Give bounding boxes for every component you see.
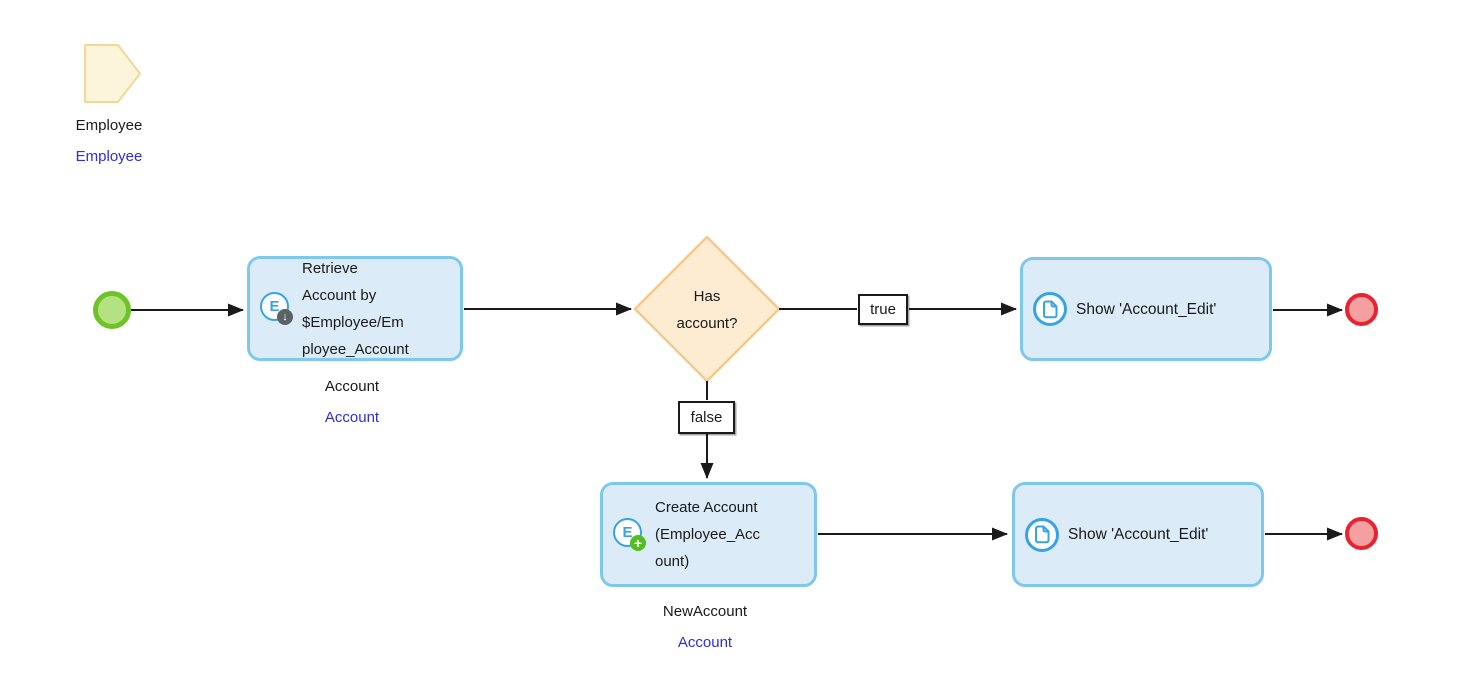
create-output-name: NewAccount — [662, 603, 748, 620]
task-show-account-edit-top[interactable]: Show 'Account_Edit' — [1020, 257, 1272, 361]
employee-artifact-shape[interactable] — [84, 44, 141, 103]
screen-icon — [1033, 292, 1067, 326]
branch-label-true[interactable]: true — [858, 294, 908, 325]
task-show-account-edit-bottom[interactable]: Show 'Account_Edit' — [1012, 482, 1264, 587]
entity-retrieve-icon: E ↓ — [260, 292, 293, 325]
create-badge-icon: + — [630, 535, 646, 551]
retrieve-entity-link[interactable]: Account — [324, 409, 380, 426]
start-event[interactable] — [93, 291, 131, 329]
branch-label-false[interactable]: false — [678, 401, 735, 434]
retrieve-badge-icon: ↓ — [277, 309, 293, 325]
entity-create-icon: E + — [613, 518, 646, 551]
artifact-entity-link[interactable]: Employee — [75, 148, 143, 165]
entity-icon-letter: E — [260, 292, 289, 321]
retrieve-output-name: Account — [324, 378, 380, 395]
create-entity-link[interactable]: Account — [677, 634, 733, 651]
task-retrieve-label: Retrieve Account by $Employee/Employee_A… — [302, 259, 409, 358]
artifact-label: Employee — [75, 117, 143, 134]
task-show-bottom-label: Show 'Account_Edit' — [1068, 526, 1209, 543]
screen-icon — [1025, 517, 1059, 552]
task-retrieve-account[interactable]: E ↓ Retrieve Account by $Employee/Employ… — [247, 256, 463, 361]
gateway-label: Has account? — [676, 288, 738, 332]
task-create-account[interactable]: E + Create Account (Employee_Account) — [600, 482, 817, 587]
end-event-top[interactable] — [1345, 293, 1378, 326]
task-show-top-label: Show 'Account_Edit' — [1076, 300, 1217, 318]
task-create-label: Create Account (Employee_Account) — [655, 499, 761, 570]
end-event-bottom[interactable] — [1345, 517, 1378, 550]
